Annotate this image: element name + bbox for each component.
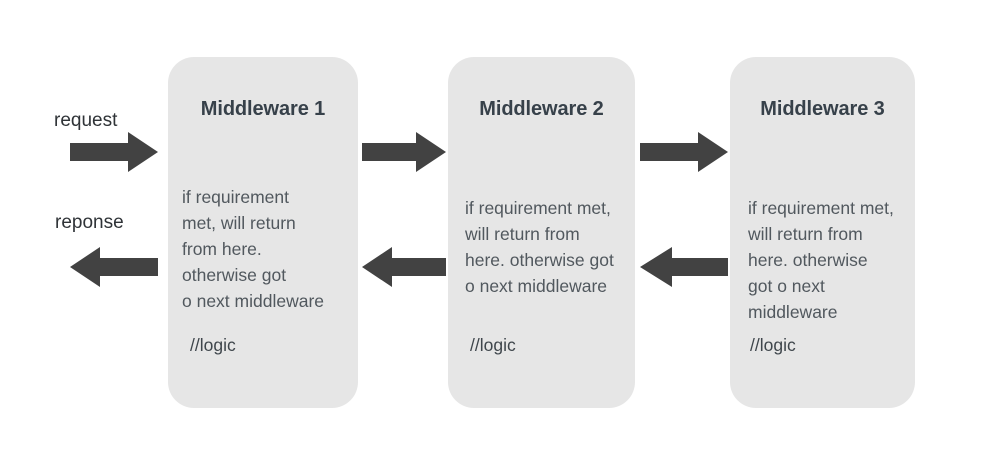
middleware-3-logic: //logic bbox=[750, 335, 796, 355]
arrow-left-mw3-to-mw2-icon bbox=[640, 245, 728, 289]
arrow-right-mw2-to-mw3-icon bbox=[640, 130, 728, 174]
arrow-left-response-icon bbox=[70, 245, 158, 289]
middleware-box-3[interactable]: Middleware 3 if requirement met, will re… bbox=[730, 57, 915, 408]
middleware-3-title: Middleware 3 bbox=[760, 98, 885, 120]
arrow-right-mw1-to-mw2-icon bbox=[362, 130, 446, 174]
middleware-3-body: if requirement met, will return from her… bbox=[748, 198, 894, 322]
response-label: reponse bbox=[55, 212, 124, 233]
middleware-2-logic: //logic bbox=[470, 335, 516, 355]
middleware-1-title: Middleware 1 bbox=[200, 98, 326, 120]
middleware-2-body: if requirement met, will return from her… bbox=[465, 198, 614, 296]
arrow-right-request-icon bbox=[70, 130, 158, 174]
arrow-left-mw2-to-mw1-icon bbox=[362, 245, 446, 289]
middleware-box-1[interactable]: Middleware 1 if requirement met, will re… bbox=[168, 57, 358, 408]
request-label: request bbox=[54, 110, 118, 131]
middleware-2-title: Middleware 2 bbox=[479, 98, 604, 120]
middleware-1-logic: //logic bbox=[190, 335, 236, 355]
middleware-1-body: if requirement met, will return from her… bbox=[182, 187, 325, 311]
middleware-box-2[interactable]: Middleware 2 if requirement met, will re… bbox=[448, 57, 635, 408]
